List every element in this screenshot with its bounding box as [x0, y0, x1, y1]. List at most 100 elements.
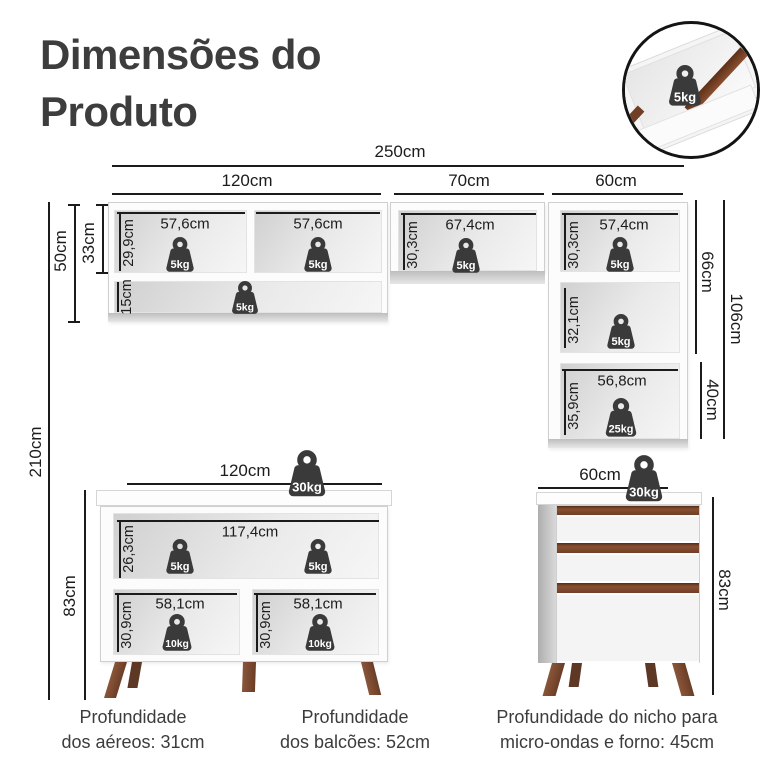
dim-tick	[96, 272, 108, 274]
dim-label-aerial-mid-width: 70cm	[448, 171, 490, 190]
width-label: 58,1cm	[293, 595, 343, 613]
weight-icon: 5kg	[452, 238, 480, 273]
drawer-front	[557, 595, 699, 663]
dim-tick	[96, 204, 108, 206]
dim-line-tower-total	[723, 200, 725, 439]
measure-line	[403, 213, 405, 270]
dim-line-base-left-width	[127, 483, 382, 485]
dim-label-aerial-right-width: 60cm	[595, 171, 637, 190]
height-label: 26,3cm	[121, 525, 137, 573]
cabinet-bottom-edge	[108, 313, 388, 322]
dim-line-aerial-left-width	[112, 193, 381, 195]
dim-line-tower-upper	[695, 200, 697, 354]
dim-label-base-left-width: 120cm	[219, 461, 271, 480]
height-label: 15cm	[119, 279, 135, 315]
measure-line	[564, 288, 566, 348]
measure-line	[115, 593, 237, 595]
dim-line-total-height	[48, 202, 50, 700]
dim-tick	[68, 321, 80, 323]
dim-label-tower-lower: 40cm	[703, 379, 722, 421]
footnote-line: micro-ondas e forno: 45cm	[499, 732, 715, 752]
dim-label-aerial-height: 50cm	[51, 230, 70, 272]
weight-label: 5kg	[611, 336, 630, 348]
dim-label-tower-total: 106cm	[727, 293, 746, 345]
measure-line	[564, 213, 566, 270]
dim-line-aerial-height	[74, 205, 76, 322]
measure-line	[117, 212, 245, 214]
measure-line	[562, 369, 678, 371]
dim-line-base-right-width	[538, 487, 668, 489]
measure-line	[401, 213, 536, 215]
weight-icon: 30kg	[288, 450, 326, 497]
weight-label: 5kg	[236, 302, 254, 313]
measure-line	[117, 520, 379, 522]
weight-label: 5kg	[308, 259, 327, 271]
drawer-inset-circle: 5kg	[622, 21, 760, 159]
width-label: 57,6cm	[160, 215, 210, 233]
footnote-line: dos aéreos: 31cm	[61, 732, 205, 752]
width-label: 117,4cm	[221, 523, 279, 541]
weight-icon: 5kg	[232, 281, 258, 314]
cabinet-bottom-edge	[548, 439, 688, 448]
weight-icon: 5kg	[304, 237, 332, 272]
width-label: 57,6cm	[293, 215, 343, 233]
width-label: 57,4cm	[599, 216, 649, 234]
dim-label-aerial-left-width: 120cm	[221, 171, 273, 190]
dim-line-total-width	[112, 165, 684, 167]
weight-icon: 25kg	[605, 398, 637, 437]
title-line2: Produto	[40, 88, 198, 135]
measure-line	[117, 593, 119, 652]
weight-label: 5kg	[674, 89, 696, 104]
height-label: 35,9cm	[566, 382, 582, 430]
measure-line	[564, 369, 566, 435]
dim-line-base-left-height	[84, 490, 86, 700]
dim-label-base-left-height: 83cm	[60, 575, 79, 617]
measure-line	[562, 213, 678, 215]
weight-label: 5kg	[170, 561, 189, 573]
footnote-counter-depth: Profundidade dos balcões: 52cm	[245, 705, 465, 755]
measure-line	[256, 593, 258, 652]
weight-icon: 30kg	[625, 455, 663, 502]
height-label: 30,3cm	[405, 221, 421, 269]
dim-label-aerial-inner-height: 33cm	[79, 222, 98, 264]
dim-line-base-right-height	[712, 497, 714, 695]
dim-line-tower-lower	[700, 362, 702, 439]
height-label: 30,3cm	[566, 221, 582, 269]
footnote-line: dos balcões: 52cm	[279, 732, 431, 752]
cabinet-leg	[103, 662, 127, 698]
weight-icon: 5kg	[669, 65, 701, 106]
page-title: Dimensões do Produto	[40, 26, 322, 140]
weight-icon: 5kg	[166, 237, 194, 272]
weight-icon: 5kg	[607, 314, 635, 349]
footnote-niche-depth: Profundidade do nicho para micro-ondas e…	[477, 705, 737, 755]
height-label: 29,9cm	[121, 219, 137, 267]
dim-label-base-right-width: 60cm	[579, 465, 621, 484]
drawer-handle	[557, 543, 699, 553]
measure-line	[117, 282, 119, 312]
dim-line-aerial-inner-height	[102, 205, 104, 273]
weight-label: 30kg	[629, 484, 659, 499]
cabinet-top-slab	[96, 490, 392, 506]
weight-icon: 5kg	[606, 237, 634, 272]
cabinet-bottom-edge	[390, 271, 545, 284]
drawer-handle	[557, 583, 699, 593]
width-label: 58,1cm	[155, 595, 205, 613]
dim-label-total-height: 210cm	[26, 426, 45, 478]
dim-line-aerial-mid-width	[394, 193, 544, 195]
dim-line-aerial-right-width	[552, 193, 683, 195]
footnote-line: Profundidade do nicho para	[496, 707, 718, 727]
title-line1: Dimensões do	[40, 31, 322, 78]
footnote-line: Profundidade	[301, 707, 409, 727]
measure-line	[256, 212, 380, 214]
height-label: 30,9cm	[119, 601, 135, 649]
cabinet-leg	[361, 662, 382, 695]
weight-label: 30kg	[292, 479, 322, 494]
weight-label: 5kg	[456, 260, 475, 272]
footnote-line: Profundidade	[79, 707, 187, 727]
weight-icon: 5kg	[166, 539, 194, 574]
cabinet-leg	[568, 663, 582, 687]
weight-icon: 10kg	[162, 614, 192, 651]
weight-label: 10kg	[308, 639, 332, 650]
weight-icon: 5kg	[304, 539, 332, 574]
